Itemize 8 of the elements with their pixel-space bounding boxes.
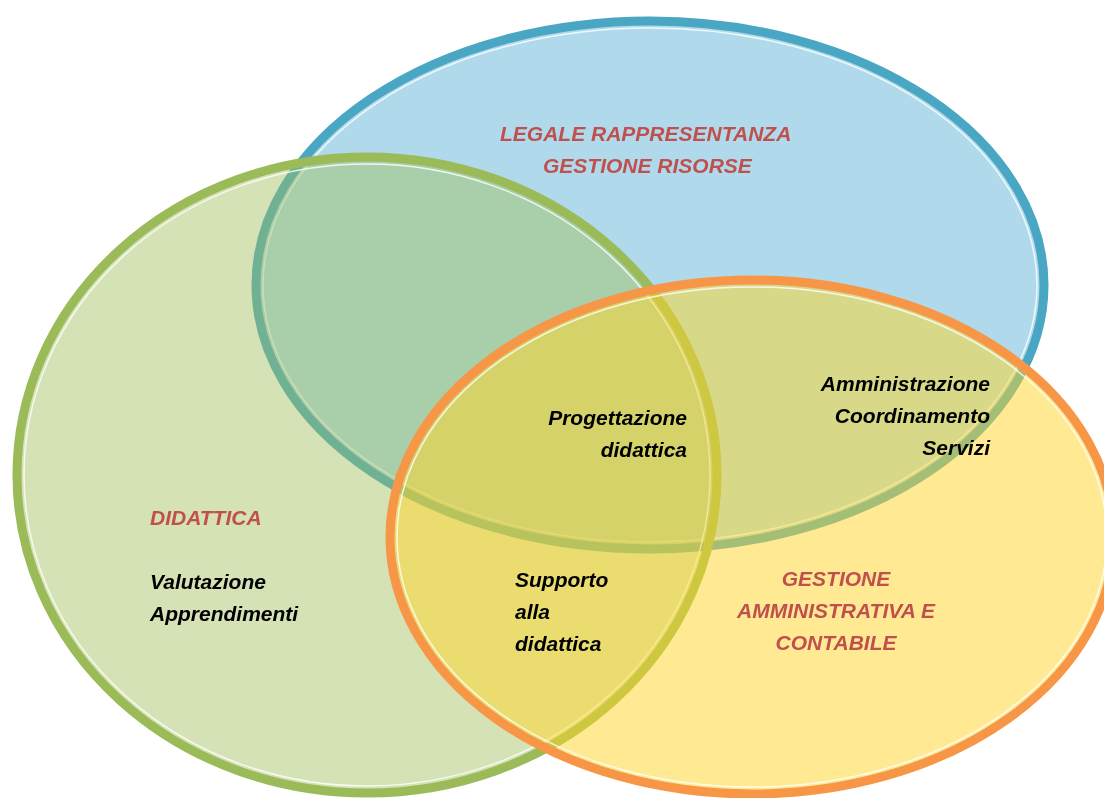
overlap-label: Supporto alla didattica <box>515 567 610 657</box>
area-title: LEGALE RAPPRESENTANZA <box>500 121 793 147</box>
area-title: DIDATTICA <box>150 505 263 531</box>
overlap-label: Progettazione didattica <box>547 405 687 463</box>
area-title: GESTIONE AMMINISTRATIVA E CONTABILE <box>736 566 937 656</box>
area-text: Valutazione Apprendimenti <box>150 569 300 627</box>
area-title: GESTIONE RISORSE <box>543 153 754 179</box>
overlap-label: Amministrazione Coordinamento Servizi <box>819 371 990 461</box>
